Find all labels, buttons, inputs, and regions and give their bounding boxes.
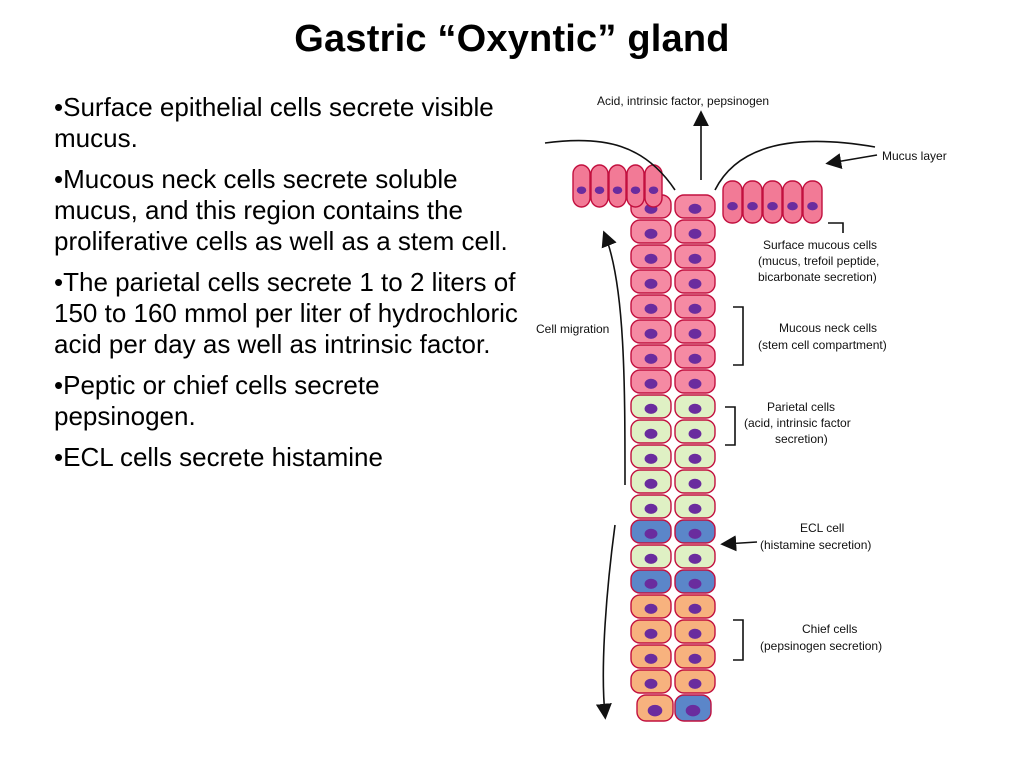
surface-mucous-label-1: Surface mucous cells [763,238,877,252]
cell-nucleus [576,186,587,194]
surface-epithelium-left [572,164,663,208]
gland-left-wall [630,194,674,722]
cell-nucleus [807,202,818,211]
surface-mucous-cell [802,180,823,224]
cell-nucleus [647,704,663,717]
cell-nucleus [644,503,658,514]
cell-nucleus [688,353,702,364]
mucus-layer-pointer [825,153,878,170]
cell-nucleus [644,478,658,489]
cell-nucleus [644,303,658,314]
surface-mucous-cell [572,164,591,208]
cell-nucleus [767,202,778,211]
cell-nucleus [644,228,658,239]
parietal-label-3: secretion) [775,432,828,446]
cell-nucleus [644,328,658,339]
cell-nucleus [688,228,702,239]
ecl-label-2: (histamine secretion) [760,538,871,552]
parietal-label-1: Parietal cells [767,400,835,414]
cell-nucleus [644,553,658,564]
cell-nucleus [648,186,659,194]
mucus-layer-line-right [714,140,876,191]
cell-nucleus [688,503,702,514]
mucous-neck-label-2: (stem cell compartment) [758,338,887,352]
bullet-parietal-cells: •The parietal cells secrete 1 to 2 liter… [54,267,518,359]
bullet-list: •Surface epithelial cells secrete visibl… [54,92,524,483]
mucus-layer-label: Mucus layer [882,149,947,163]
mucous-neck-label-1: Mucous neck cells [779,321,877,335]
cell-nucleus [612,186,623,194]
gland-right-wall [674,194,716,722]
cell-nucleus [688,328,702,339]
chief-label-1: Chief cells [802,622,857,636]
cell-nucleus [644,253,658,264]
surface-mucous-cell [782,180,803,224]
parietal-bracket [725,406,736,446]
surface-mucous-label-3: bicarbonate secretion) [758,270,877,284]
cell-nucleus [688,528,702,539]
cell-nucleus [685,704,701,717]
cell-migration-arrow-down [595,524,616,720]
bullet-chief-cells: •Peptic or chief cells secrete pepsinoge… [54,370,380,431]
cell-nucleus [644,603,658,614]
cell-nucleus [688,553,702,564]
cell-nucleus [644,528,658,539]
cell-nucleus [688,428,702,439]
cell-nucleus [644,453,658,464]
ecl-pointer [720,535,758,552]
cell-nucleus [644,353,658,364]
cell-nucleus [688,478,702,489]
cell-nucleus [688,303,702,314]
cell-nucleus [688,578,702,589]
cell-nucleus [688,678,702,689]
cell-nucleus [644,578,658,589]
cell-nucleus [747,202,758,211]
cell-nucleus [688,203,702,214]
surface-mucous-cell [762,180,783,224]
chief-label-2: (pepsinogen secretion) [760,639,882,653]
surface-epithelium-right [722,180,823,224]
surface-mucous-cell [742,180,763,224]
parietal-label-2: (acid, intrinsic factor [744,416,851,430]
cell-nucleus [688,403,702,414]
ecl-label-1: ECL cell [800,521,844,535]
cell-nucleus [644,403,658,414]
cell-nucleus [644,378,658,389]
cell-nucleus [644,653,658,664]
mucus-layer-line [544,139,676,191]
cell-nucleus [644,428,658,439]
bullet-surface-cells: •Surface epithelial cells secrete visibl… [54,92,494,153]
surface-mucous-cell [626,164,645,208]
chief-bracket [733,619,744,661]
gastric-gland-diagram: Acid, intrinsic factor, pepsinogen Mucus… [536,94,947,722]
surface-mucous-label-2: (mucus, trefoil peptide, [758,254,879,268]
cell-nucleus [630,186,641,194]
surface-mucous-cell [722,180,743,224]
surface-mucous-cell [608,164,627,208]
cell-migration-label: Cell migration [536,322,609,336]
cell-nucleus [688,628,702,639]
bullet-ecl-cells: •ECL cells secrete histamine [54,442,383,472]
top-secretion-label: Acid, intrinsic factor, pepsinogen [597,94,769,108]
cell-nucleus [688,453,702,464]
cell-nucleus [644,628,658,639]
cell-nucleus [787,202,798,211]
surface-mucous-bracket [828,222,844,233]
slide-title: Gastric “Oxyntic” gland [294,18,730,60]
cell-nucleus [644,278,658,289]
cell-nucleus [644,678,658,689]
cell-nucleus [688,653,702,664]
cell-nucleus [688,378,702,389]
cell-nucleus [688,253,702,264]
cell-migration-arrow-up [601,230,626,486]
cell-nucleus [688,278,702,289]
mucous-neck-bracket [733,306,744,366]
surface-mucous-cell [590,164,609,208]
bullet-mucous-neck-cells: •Mucous neck cells secrete soluble mucus… [54,164,508,256]
cell-nucleus [594,186,605,194]
cell-nucleus [727,202,738,211]
cell-nucleus [688,603,702,614]
